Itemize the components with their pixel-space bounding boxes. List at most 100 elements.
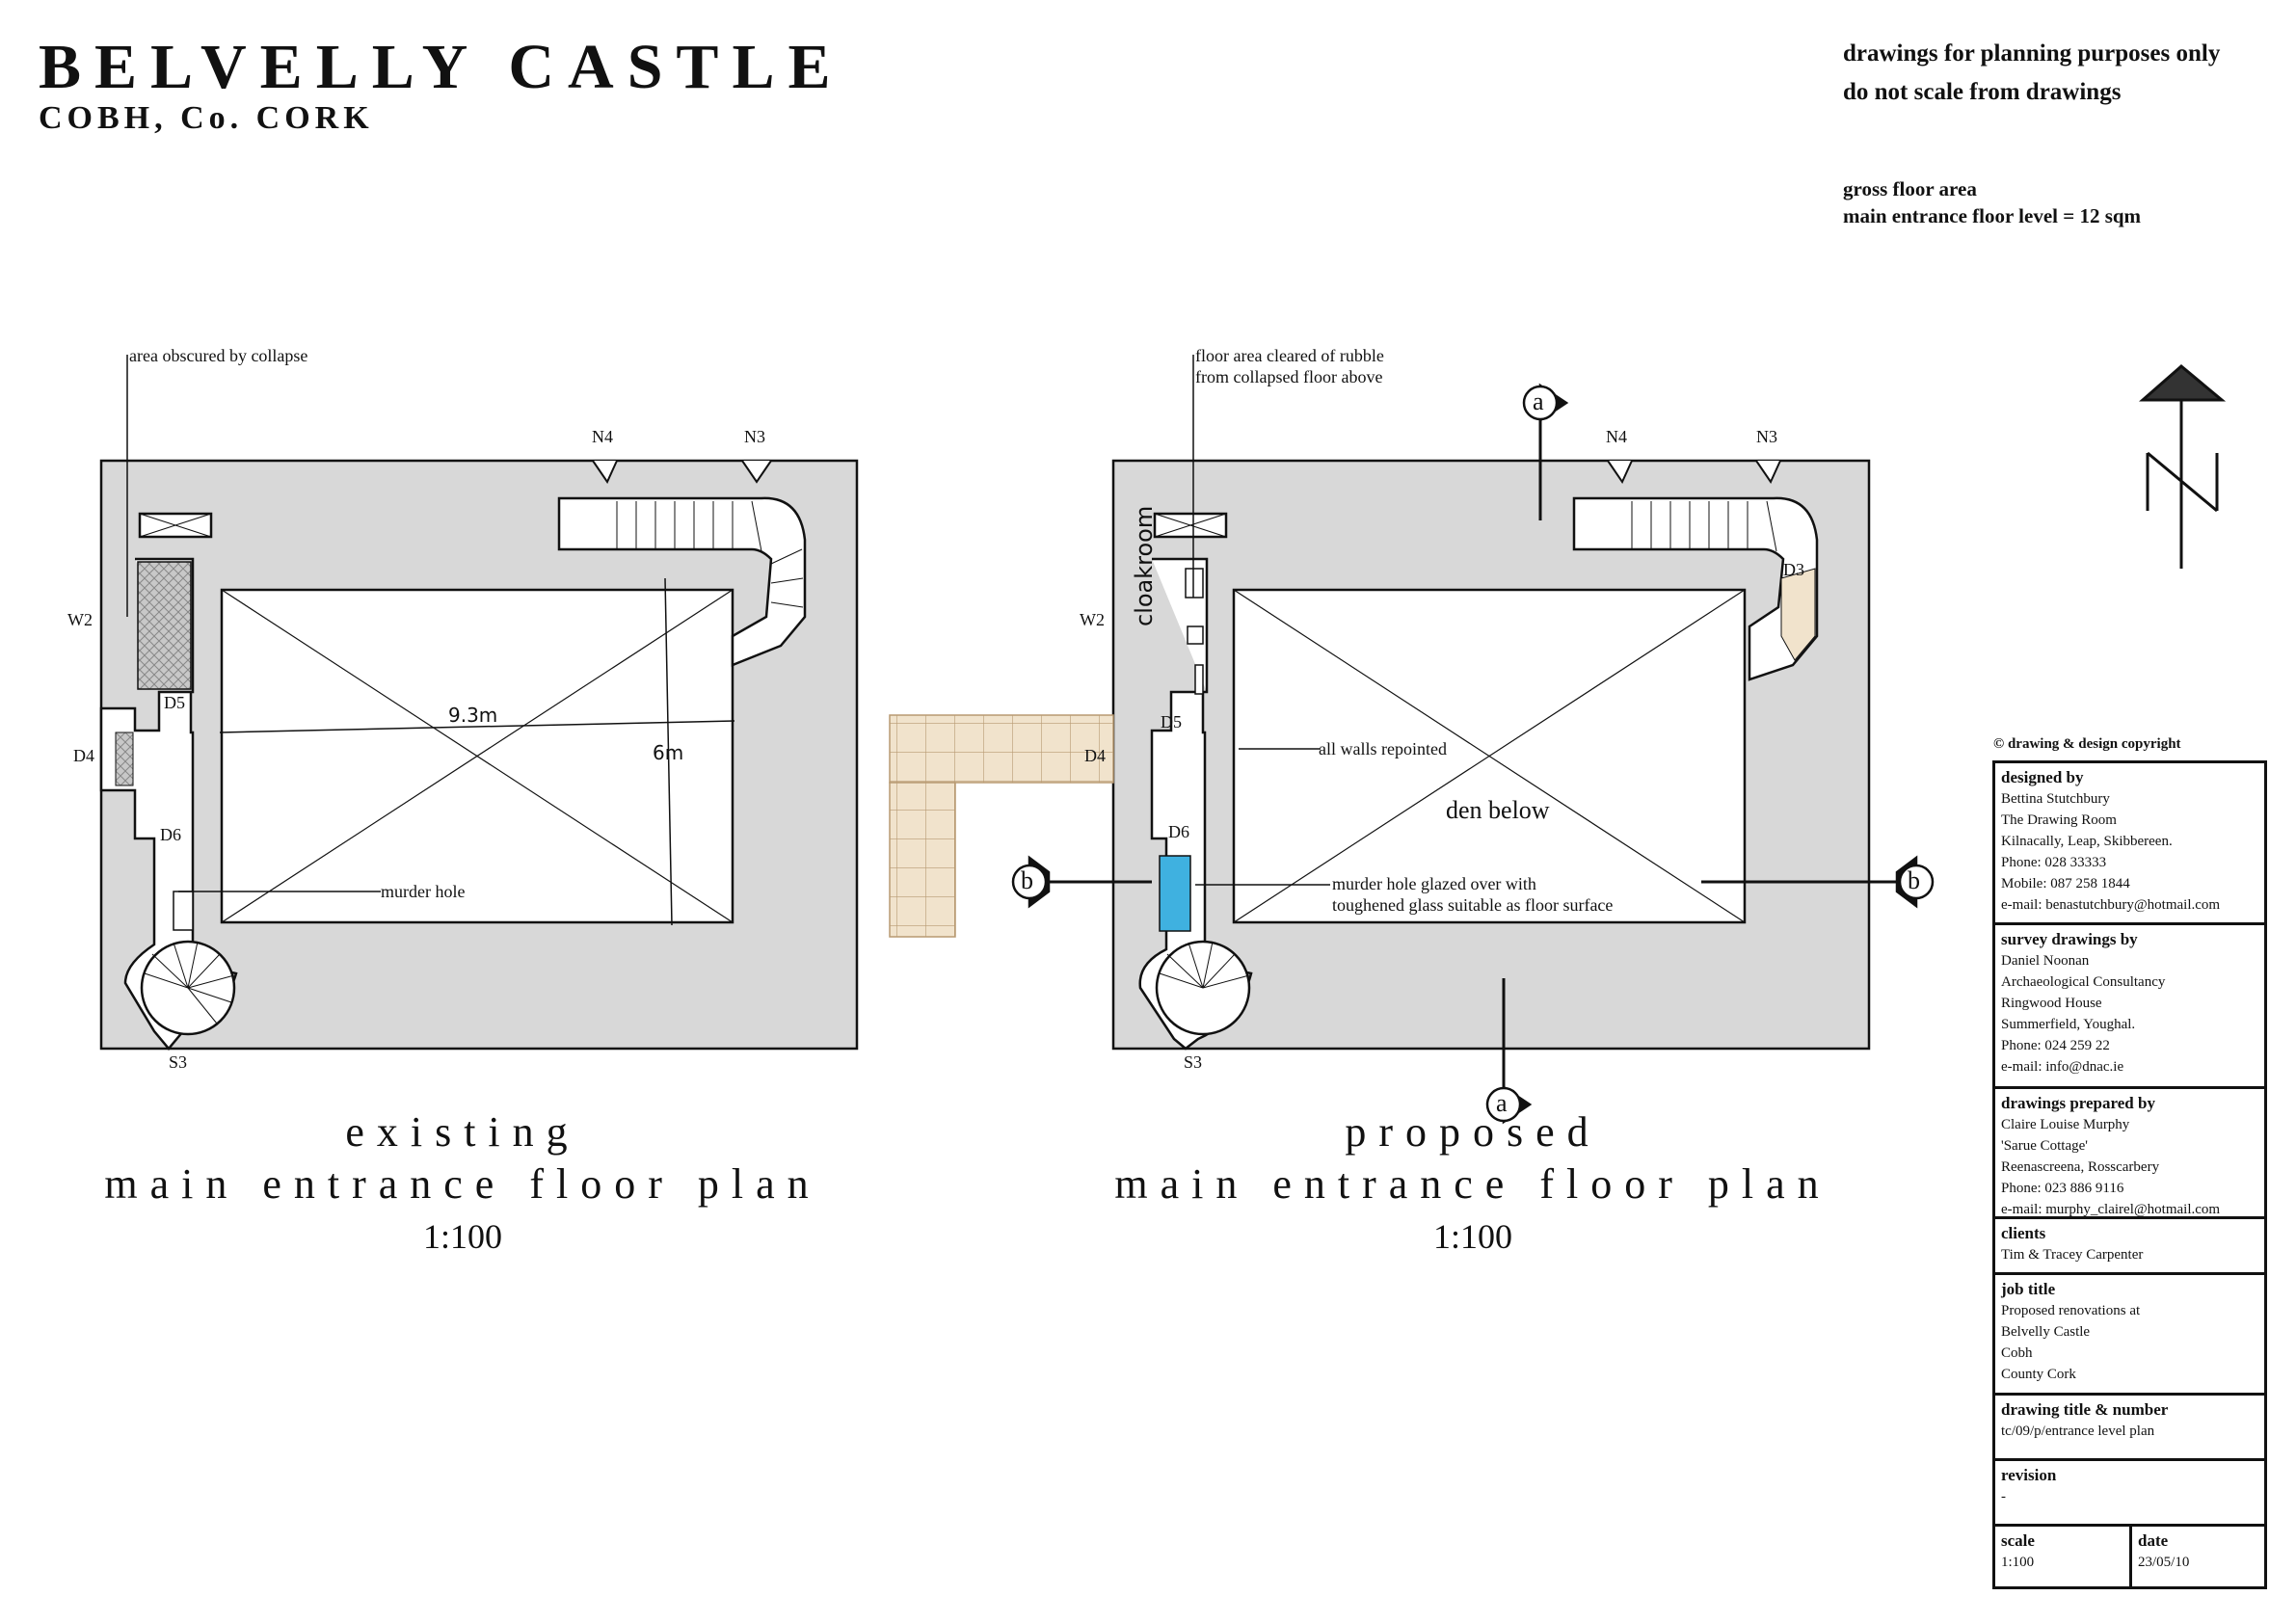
job-title-line: County Cork <box>2001 1367 2076 1382</box>
repointed-note: all walls repointed <box>1319 739 1447 758</box>
designed-by-line: Bettina Stutchbury <box>2001 791 2110 807</box>
clients-heading: clients <box>2001 1224 2046 1242</box>
prepared-by-line: 'Sarue Cottage' <box>2001 1138 2088 1154</box>
proposed-external-stair <box>889 714 1114 784</box>
glazed-note-line: toughened glass suitable as floor surfac… <box>1332 895 1614 915</box>
scale-date-section: scale 1:100 date 23/05/10 <box>1995 1527 2264 1586</box>
existing-plan <box>99 355 859 1051</box>
prepared-by-line: Phone: 023 886 9116 <box>2001 1181 2124 1196</box>
proposed-d3-stair-fill <box>1780 568 1816 661</box>
notice-line: do not scale from drawings <box>1843 79 2122 105</box>
designed-by-line: The Drawing Room <box>2001 812 2117 828</box>
existing-width-label: 6m <box>653 741 684 764</box>
den-below-label: den below <box>1446 796 1550 824</box>
existing-ne-stair <box>557 496 807 667</box>
designed-by-line: Phone: 028 33333 <box>2001 855 2107 870</box>
title-block: designed by Bettina Stutchbury The Drawi… <box>1992 760 2267 1589</box>
date-heading: date <box>2138 1531 2169 1550</box>
existing-caption-line1: existing <box>345 1108 580 1156</box>
proposed-label-w2: W2 <box>1080 610 1105 629</box>
proposed-label-d4: D4 <box>1084 746 1106 765</box>
existing-label-d5: D5 <box>164 693 185 712</box>
gfa-value: main entrance floor level = 12 sqm <box>1843 204 2142 227</box>
proposed-caption-line2: main entrance floor plan <box>1114 1160 1831 1208</box>
existing-caption: existing main entrance floor plan 1:100 <box>77 1106 848 1263</box>
proposed-label-d3: D3 <box>1783 560 1804 579</box>
drawing-subtitle: COBH, Co. CORK <box>39 100 374 136</box>
proposed-scale: 1:100 <box>1432 1217 1512 1256</box>
designed-by-line: Kilnacally, Leap, Skibbereen. <box>2001 834 2173 849</box>
proposed-label-d6: D6 <box>1168 822 1189 841</box>
drawing-number-line: tc/09/p/entrance level plan <box>2001 1423 2155 1439</box>
survey-by-line: Summerfield, Youghal. <box>2001 1017 2136 1032</box>
drawing-number-heading: drawing title & number <box>2001 1400 2169 1419</box>
drawing-title: BELVELLY CASTLE <box>39 32 844 102</box>
job-title-line: Cobh <box>2001 1345 2033 1361</box>
proposed-label-n4: N4 <box>1606 427 1627 446</box>
existing-label-s3: S3 <box>169 1052 188 1072</box>
murder-hole-glazed-note: murder hole glazed over with toughened g… <box>1332 873 1613 916</box>
drawing-number-section: drawing title & number tc/09/p/entrance … <box>1995 1396 2264 1461</box>
murder-hole-glass <box>1159 855 1191 932</box>
prepared-by-heading: drawings prepared by <box>2001 1094 2155 1112</box>
section-b-label-right: b <box>1908 866 1920 894</box>
proposed-rubble-note: floor area cleared of rubble from collap… <box>1195 345 1384 387</box>
section-b-label-left: b <box>1021 866 1033 894</box>
existing-length-label: 9.3m <box>448 704 498 727</box>
job-title-line: Proposed renovations at <box>2001 1303 2141 1318</box>
proposed-plan <box>889 355 1909 1094</box>
job-title-section: job title Proposed renovations at Belvel… <box>1995 1275 2264 1396</box>
existing-scale: 1:100 <box>422 1217 502 1256</box>
clients-line: Tim & Tracey Carpenter <box>2001 1247 2144 1263</box>
planning-notice: drawings for planning purposes only do n… <box>1843 35 2220 112</box>
scale-heading: scale <box>2001 1531 2035 1550</box>
revision-line: - <box>2001 1489 2006 1504</box>
revision-section: revision - <box>1995 1461 2264 1527</box>
gross-floor-area: gross floor area main entrance floor lev… <box>1843 175 2141 229</box>
survey-by-line: e-mail: info@dnac.ie <box>2001 1059 2124 1075</box>
prepared-by-section: drawings prepared by Claire Louise Murph… <box>1995 1089 2264 1219</box>
survey-by-section: survey drawings by Daniel Noonan Archaeo… <box>1995 925 2264 1089</box>
existing-width-dimension <box>664 577 673 926</box>
rubble-note-line: from collapsed floor above <box>1195 367 1383 386</box>
designed-by-section: designed by Bettina Stutchbury The Drawi… <box>1995 763 2264 925</box>
job-title-heading: job title <box>2001 1280 2056 1298</box>
scale-value: 1:100 <box>2001 1555 2035 1570</box>
designed-by-line: e-mail: benastutchbury@hotmail.com <box>2001 897 2221 913</box>
date-cell: date 23/05/10 <box>2132 1527 2264 1586</box>
prepared-by-line: Reenascreena, Rosscarbery <box>2001 1159 2160 1175</box>
existing-caption-line2: main entrance floor plan <box>104 1160 821 1208</box>
survey-by-line: Daniel Noonan <box>2001 953 2090 969</box>
existing-murder-hole-note: murder hole <box>381 882 466 901</box>
clients-section: clients Tim & Tracey Carpenter <box>1995 1219 2264 1275</box>
proposed-label-d5: D5 <box>1161 712 1182 732</box>
existing-collapse-hatch <box>137 561 192 690</box>
scale-cell: scale 1:100 <box>1995 1527 2132 1586</box>
north-arrow-icon <box>2139 364 2227 569</box>
survey-by-line: Archaeological Consultancy <box>2001 974 2166 990</box>
existing-west-passage <box>99 557 238 1051</box>
survey-by-heading: survey drawings by <box>2001 930 2138 948</box>
survey-by-line: Phone: 024 259 22 <box>2001 1038 2110 1053</box>
existing-label-d4: D4 <box>73 746 94 765</box>
designed-by-heading: designed by <box>2001 768 2084 786</box>
existing-label-d6: D6 <box>160 825 181 844</box>
existing-label-w2: W2 <box>67 610 93 629</box>
copyright-notice: © drawing & design copyright <box>1993 736 2181 752</box>
existing-label-n3: N3 <box>744 427 765 446</box>
prepared-by-line: e-mail: murphy_clairel@hotmail.com <box>2001 1202 2221 1217</box>
cloakroom-label: cloakroom <box>1131 505 1158 626</box>
existing-length-dimension <box>219 720 735 733</box>
glazed-note-line: murder hole glazed over with <box>1332 874 1536 893</box>
cloakroom-fittings <box>1185 568 1204 599</box>
job-title-line: Belvelly Castle <box>2001 1324 2091 1340</box>
proposed-label-n3: N3 <box>1756 427 1777 446</box>
proposed-caption: proposed main entrance floor plan 1:100 <box>1087 1106 1858 1263</box>
survey-by-line: Ringwood House <box>2001 996 2102 1011</box>
proposed-label-s3: S3 <box>1184 1052 1203 1072</box>
proposed-ne-stair <box>1572 496 1819 681</box>
proposed-caption-line1: proposed <box>1345 1108 1601 1156</box>
date-value: 23/05/10 <box>2138 1555 2190 1570</box>
prepared-by-line: Claire Louise Murphy <box>2001 1117 2130 1132</box>
